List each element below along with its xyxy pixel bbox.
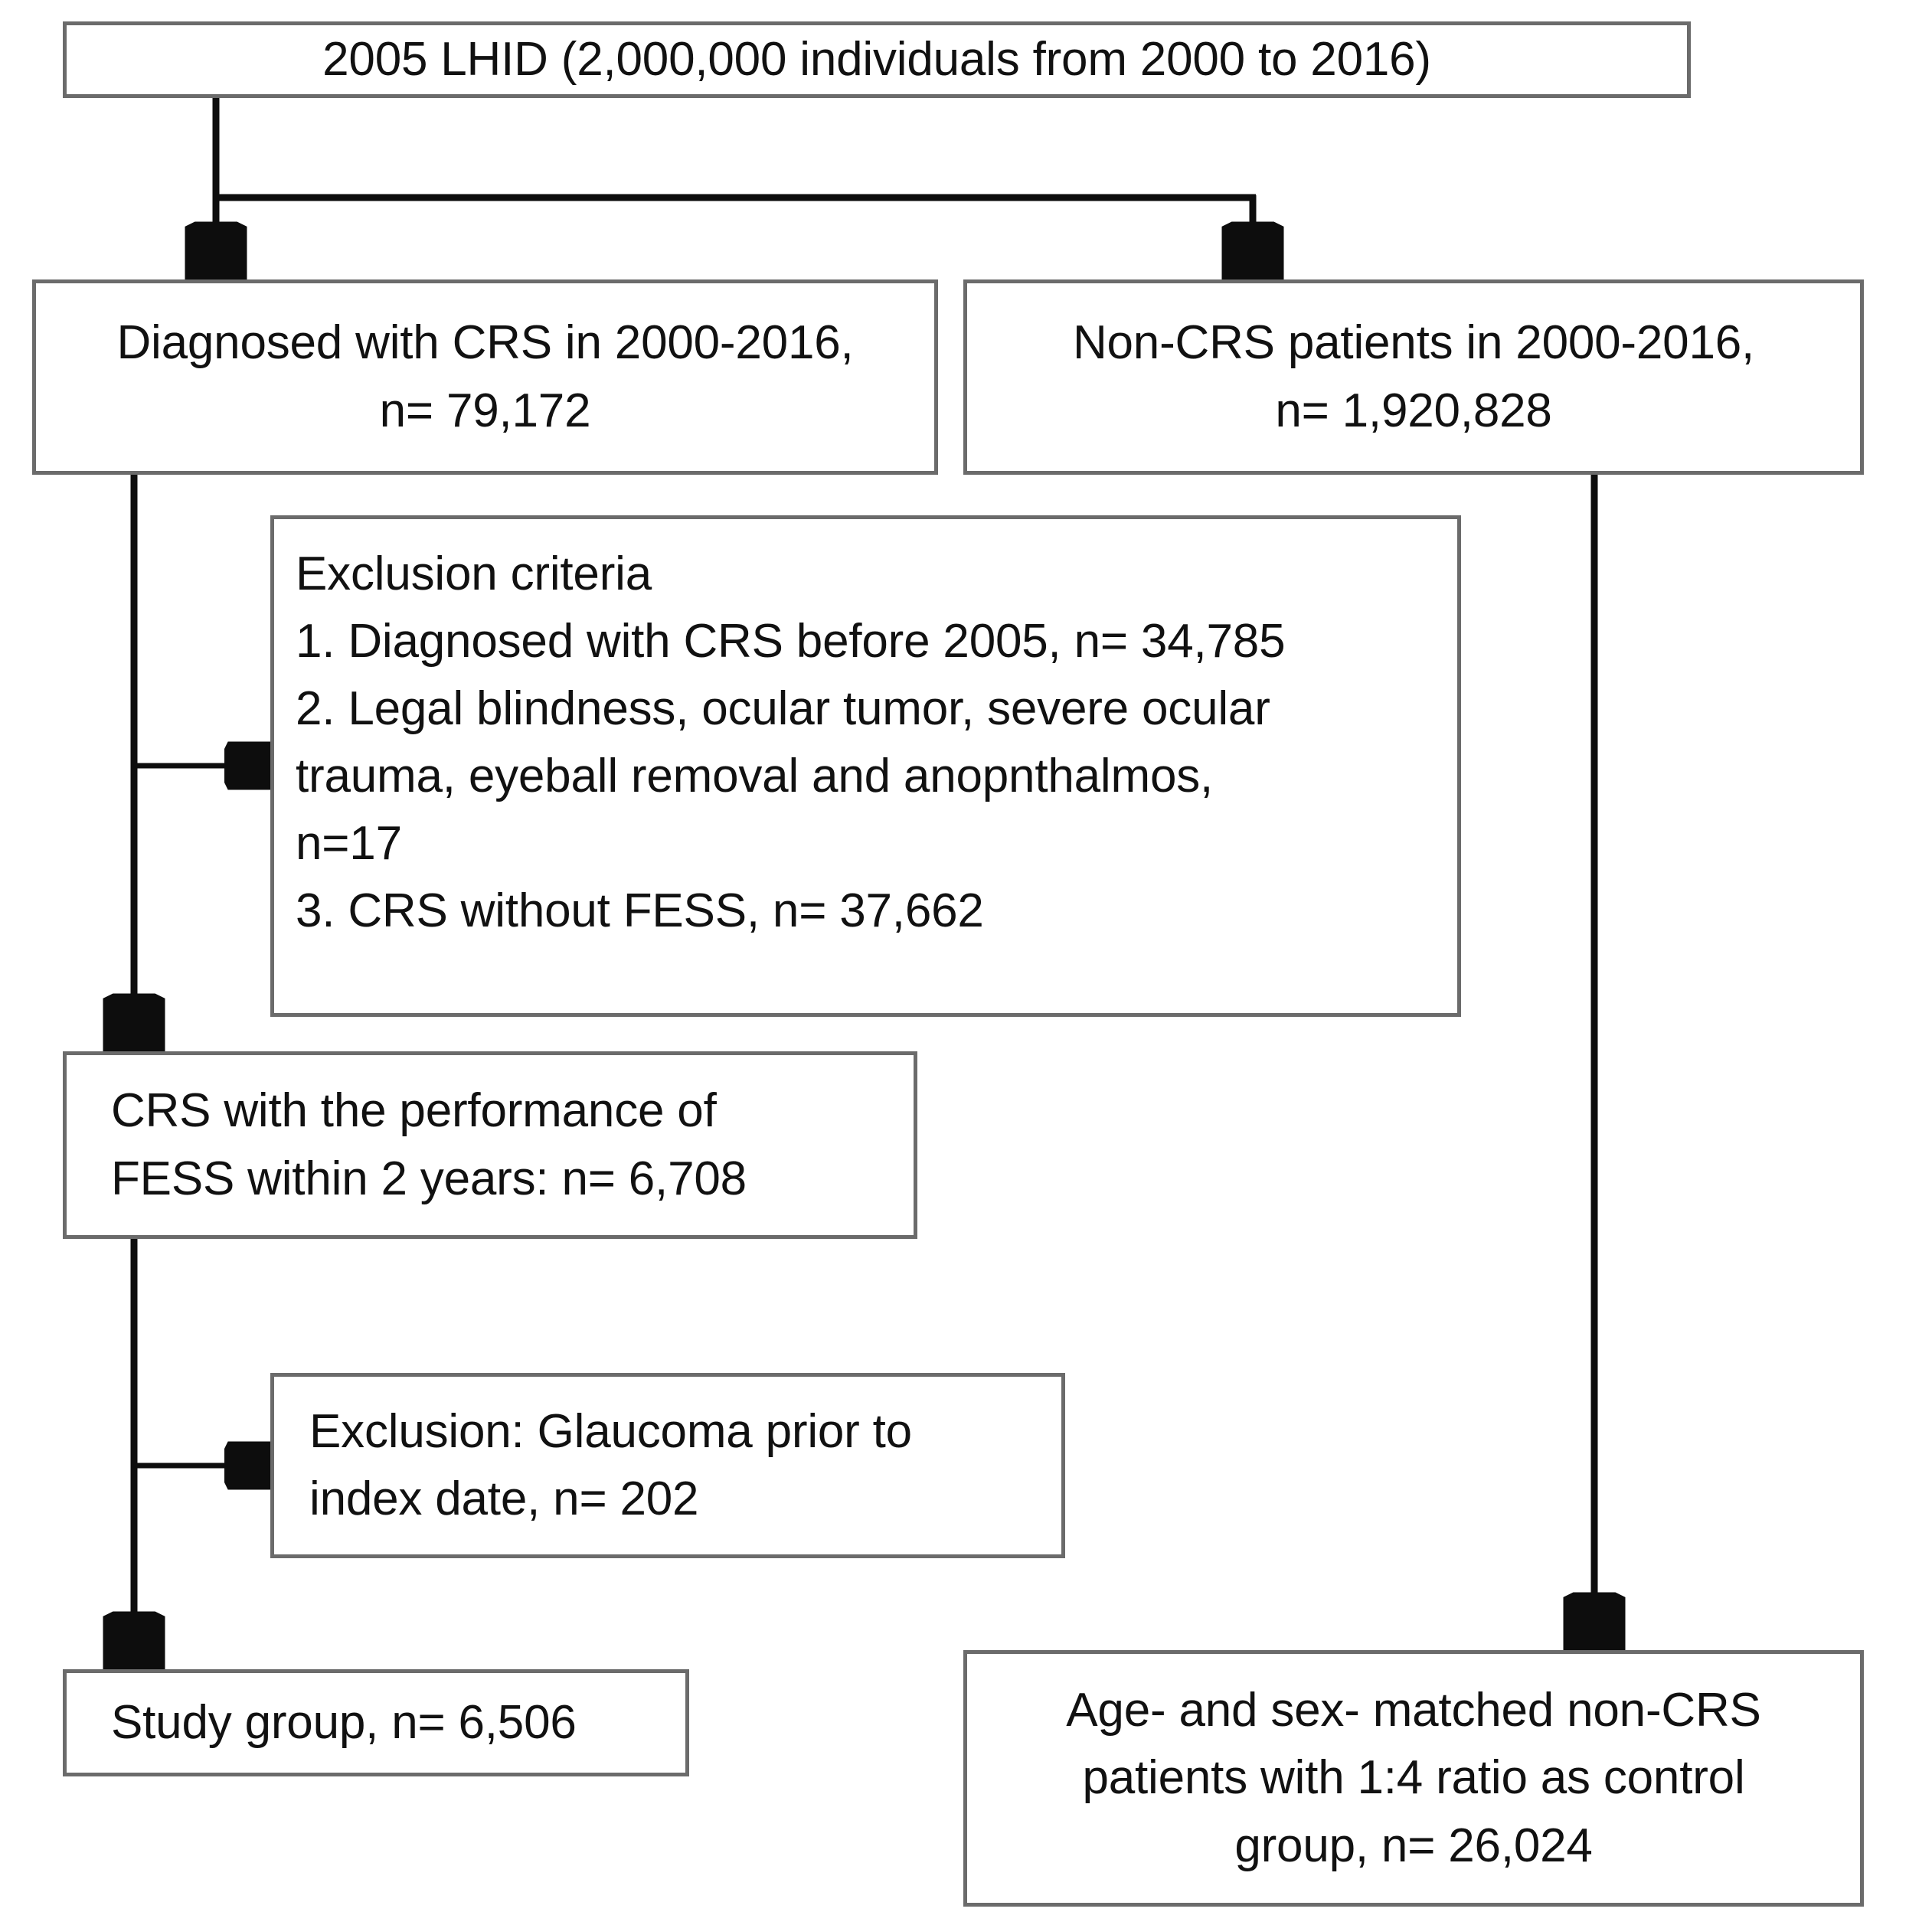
control-group-line-2: patients with 1:4 ratio as control (1082, 1751, 1745, 1805)
control-group-line-3: group, n= 26,024 (1234, 1819, 1593, 1872)
exclusion-criteria-item-1: 1. Diagnosed with CRS before 2005, n= 34… (296, 615, 1286, 668)
crs-cohort-line-2: n= 79,172 (379, 384, 591, 437)
node-study-group: Study group, n= 6,506 (63, 1669, 689, 1776)
non-crs-cohort-line-2: n= 1,920,828 (1275, 384, 1552, 437)
fess-cohort-line-2: FESS within 2 years: n= 6,708 (111, 1152, 747, 1205)
node-exclusion-criteria: Exclusion criteria 1. Diagnosed with CRS… (270, 515, 1461, 1017)
non-crs-cohort-line-1: Non-CRS patients in 2000-2016, (1072, 316, 1755, 370)
node-control-group: Age- and sex- matched non-CRS patients w… (963, 1650, 1864, 1907)
exclusion-criteria-item-3: 3. CRS without FESS, n= 37,662 (296, 884, 984, 938)
exclusion-criteria-heading: Exclusion criteria (296, 547, 652, 600)
source-database-line-1: 2005 LHID (2,000,000 individuals from 20… (322, 32, 1431, 86)
node-non-crs-cohort: Non-CRS patients in 2000-2016, n= 1,920,… (963, 279, 1864, 475)
node-source-database: 2005 LHID (2,000,000 individuals from 20… (63, 21, 1691, 98)
exclusion-criteria-item-2-count: n=17 (296, 817, 402, 871)
crs-cohort-line-1: Diagnosed with CRS in 2000-2016, (116, 316, 854, 370)
glaucoma-exclusion-line-1: Exclusion: Glaucoma prior to (309, 1404, 912, 1458)
node-crs-cohort: Diagnosed with CRS in 2000-2016, n= 79,1… (32, 279, 938, 475)
node-glaucoma-exclusion: Exclusion: Glaucoma prior to index date,… (270, 1373, 1065, 1558)
exclusion-criteria-item-2: 2. Legal blindness, ocular tumor, severe… (296, 682, 1270, 736)
study-group-line-1: Study group, n= 6,506 (111, 1695, 577, 1749)
fess-cohort-line-1: CRS with the performance of (111, 1084, 717, 1138)
node-fess-cohort: CRS with the performance of FESS within … (63, 1051, 917, 1239)
glaucoma-exclusion-line-2: index date, n= 202 (309, 1472, 699, 1525)
control-group-line-1: Age- and sex- matched non-CRS (1066, 1684, 1761, 1737)
exclusion-criteria-item-2-cont: trauma, eyeball removal and anopnthalmos… (296, 750, 1214, 803)
